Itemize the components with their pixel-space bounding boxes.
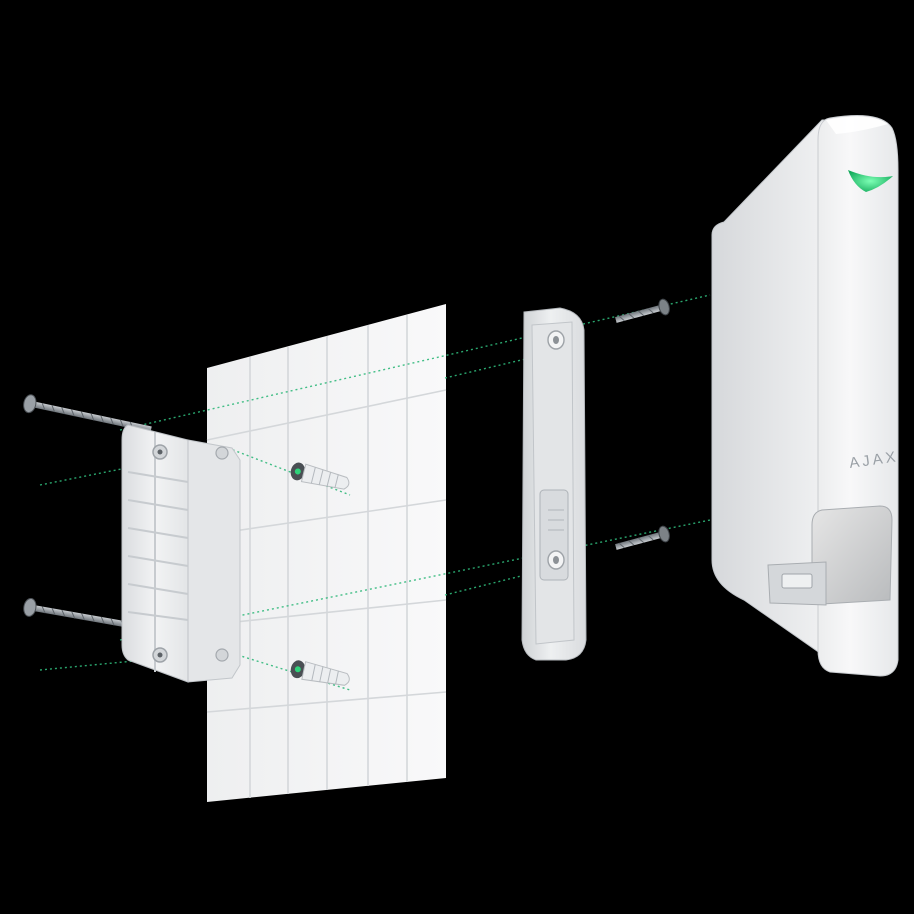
wall-plug-top (290, 462, 350, 490)
brand-label: AJAX (848, 448, 899, 472)
right-top-screw (615, 298, 670, 323)
tiled-wall (206, 304, 447, 802)
corner-bracket (121, 424, 241, 683)
motion-detector-device: AJAX (711, 115, 900, 677)
wall-plug-bottom (290, 660, 350, 686)
right-bottom-screw (615, 525, 670, 550)
mounting-plate (521, 307, 587, 661)
status-led (848, 170, 893, 192)
